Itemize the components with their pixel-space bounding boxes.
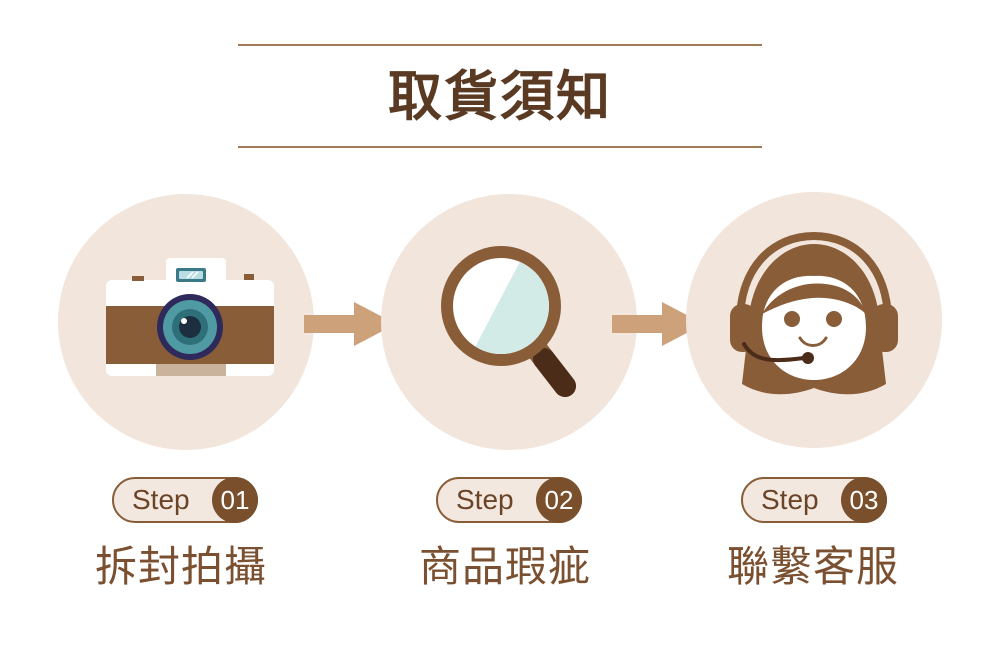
arrow-right-icon — [304, 302, 396, 346]
step-2-circle — [381, 194, 637, 450]
step-1-badge: Step 01 — [112, 477, 258, 523]
title-rule-bottom — [238, 146, 762, 148]
step-2-number: 02 — [536, 477, 582, 523]
step-2-badge: Step 02 — [436, 477, 582, 523]
title-rule-top — [238, 44, 762, 46]
step-1-number: 01 — [212, 477, 258, 523]
step-2-prefix: Step — [456, 484, 514, 515]
customer-service-icon — [730, 231, 898, 395]
arrow-right-icon — [612, 302, 704, 346]
step-3-circle — [686, 192, 942, 448]
step-3-number: 03 — [841, 477, 887, 523]
step-3-badge: Step 03 — [741, 477, 887, 523]
page-title: 取貨須知 — [388, 64, 612, 128]
step-1-label: 拆封拍攝 — [94, 542, 267, 591]
step-1-circle — [58, 194, 314, 450]
step-3-prefix: Step — [761, 484, 819, 515]
step-1-prefix: Step — [132, 484, 190, 515]
magnifier-icon — [441, 246, 576, 397]
step-2-label: 商品瑕疵 — [418, 542, 591, 591]
camera-icon — [106, 258, 274, 376]
step-3-label: 聯繫客服 — [726, 542, 899, 591]
